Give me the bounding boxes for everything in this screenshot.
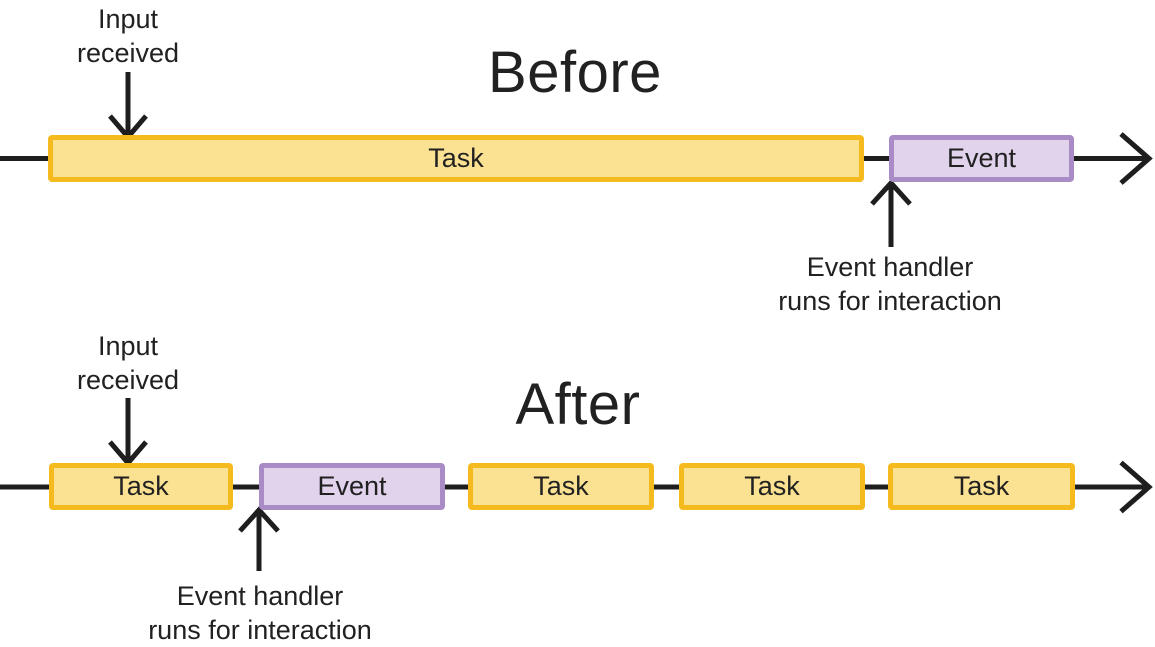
after-event-box-label: Event — [317, 471, 387, 501]
after-section-title: After — [515, 372, 641, 437]
before-event-box-label: Event — [946, 143, 1017, 173]
before-right-arrow-icon — [1119, 132, 1153, 185]
after-event-box: Event — [259, 463, 445, 510]
before-handler-up-arrow-icon — [870, 179, 912, 247]
after-task-box-4-label: Task — [953, 471, 1010, 501]
before-task-box-label: Task — [428, 143, 484, 173]
before-input-received-label: Input received — [76, 4, 180, 68]
before-event-box: Event — [889, 135, 1074, 182]
after-task-box-2: Task — [468, 463, 654, 510]
after-handler-up-arrow-icon — [238, 506, 280, 571]
after-task-box-1-label: Task — [113, 471, 169, 501]
after-event-handler-label: Event handler runs for interaction — [148, 581, 372, 645]
after-task-box-1: Task — [49, 463, 233, 510]
after-task-box-2-label: Task — [533, 471, 589, 501]
before-event-handler-label: Event handler runs for interaction — [778, 252, 1002, 316]
after-input-down-arrow-icon — [108, 398, 148, 467]
after-input-received-label: Input received — [76, 331, 180, 395]
after-task-box-4: Task — [888, 463, 1075, 510]
before-input-down-arrow-icon — [108, 72, 148, 141]
before-section-title: Before — [488, 40, 662, 105]
after-task-box-3: Task — [679, 463, 865, 510]
after-task-box-3-label: Task — [744, 471, 800, 501]
after-right-arrow-icon — [1119, 460, 1153, 514]
before-task-box: Task — [48, 135, 864, 182]
